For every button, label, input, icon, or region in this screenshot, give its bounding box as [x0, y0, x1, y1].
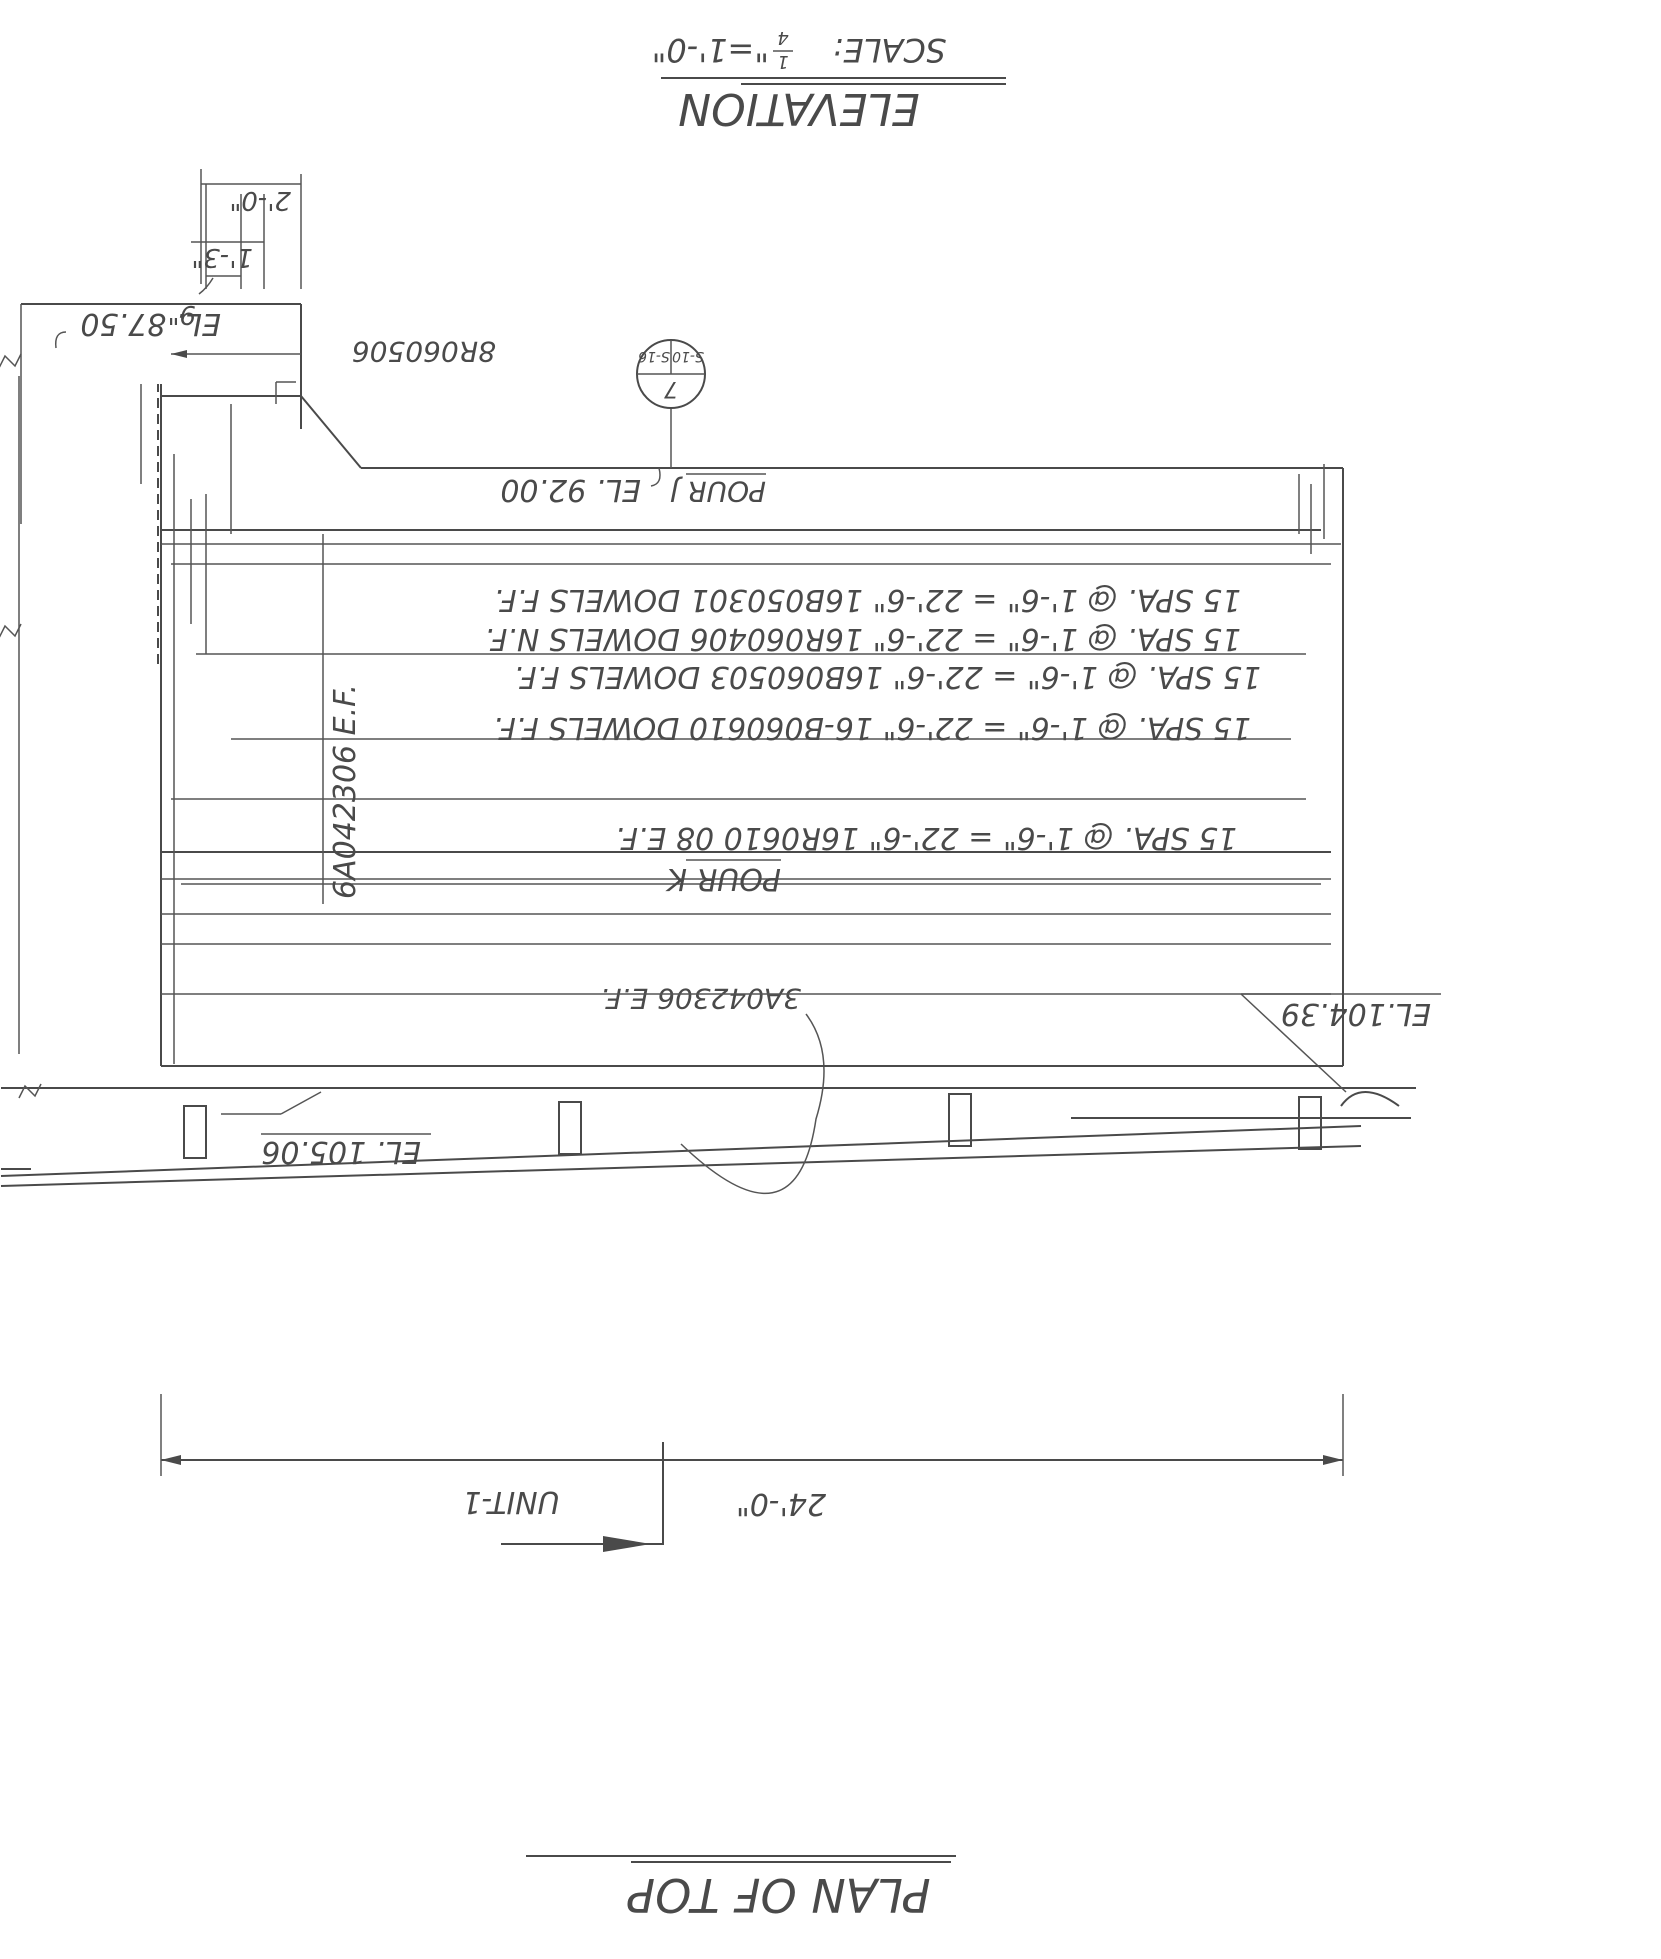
bar-3a042306-label: 3A042306 E.F.: [600, 982, 801, 1015]
elevation-title-block: ELEVATION SCALE: 1 4 "=1'-0": [652, 27, 1006, 134]
dimension-24ft-label: 24'-0": [736, 1486, 826, 1521]
dim-9-label: 9": [167, 299, 196, 329]
pour-j-label: POUR J: [670, 475, 766, 508]
section-ref-right: S-16: [638, 348, 670, 364]
dim-arrow-right-icon: [161, 1455, 181, 1465]
section-number: 7: [664, 376, 678, 401]
pour-k-label: POUR K: [665, 861, 781, 896]
wing-dimensions: 2'-0" 1'-3" 9": [167, 169, 302, 329]
el-92-00-leader: [650, 467, 661, 487]
main-slab: [18, 376, 1344, 1067]
front-curb: [0, 1083, 1416, 1187]
el-105-06-leader: [280, 1091, 322, 1115]
note-1: 15 SPA. @ 1'-6" = 22'-6" 16B050301 DOWEL…: [494, 582, 1241, 617]
curb-sloped-line-lower: [0, 1145, 1362, 1187]
section-symbol: 7 S-10 S-16: [636, 339, 706, 468]
el-87-50-leader: [54, 331, 67, 349]
unit-label: UNIT-1: [462, 1484, 559, 1519]
tie-4: [183, 1105, 207, 1159]
rotated-drawing-group: ELEVATION SCALE: 1 4 "=1'-0" PLAN OF TOP: [0, 27, 1441, 1922]
curb-sloped-line-upper: [0, 1125, 1362, 1177]
dim-1-3-label: 1'-3": [191, 242, 253, 272]
note-4: 15 SPA. @ 1'-6" = 22'-6" 16-B060610 DOWE…: [493, 710, 1251, 745]
elevation-title: ELEVATION: [678, 83, 920, 134]
note-3: 15 SPA. @ 1'-6" = 22'-6" 16B060503 DOWEL…: [514, 659, 1261, 694]
elevation-scale-denominator: 4: [777, 27, 788, 48]
elevation-scale-numerator: 1: [777, 51, 788, 72]
elevation-scale-suffix: "=1'-0": [652, 31, 769, 69]
plan-title: PLAN OF TOP: [627, 1868, 930, 1922]
plan-title-block: PLAN OF TOP: [526, 1855, 956, 1922]
slab-chamfer: [300, 395, 362, 469]
bar-3a042306-leader: [680, 1013, 825, 1195]
bar-8r060506-label: 8R060506: [352, 335, 496, 368]
section-cut-line: [501, 1442, 664, 1545]
note-5: 15 SPA. @ 1'-6" = 22'-6" 16R0610 08 E.F.: [615, 820, 1237, 855]
break-symbol-top: [0, 353, 22, 368]
el-104-39-leader: [1240, 993, 1347, 1093]
el-105-06-label: EL. 105.06: [261, 1134, 421, 1169]
elevation-scale: SCALE: 1 4 "=1'-0": [652, 27, 946, 72]
dim-2-0-label: 2'-0": [229, 185, 291, 215]
section-ref-left: S-10: [672, 348, 704, 364]
dim-arrow-left-icon: [1323, 1455, 1343, 1465]
tie-2: [948, 1093, 972, 1147]
section-cut-arrow: [501, 1442, 664, 1552]
dim-9-leader: [198, 277, 214, 295]
break-symbol-mid: [0, 623, 22, 638]
elevation-scale-prefix: SCALE:: [833, 31, 946, 69]
el-92-00-label: EL. 92.00: [500, 472, 641, 507]
wing-wall: [0, 303, 302, 664]
curb-corner-arc: [1340, 1091, 1400, 1107]
tie-3: [558, 1101, 582, 1155]
break-symbol-right: [18, 1083, 42, 1099]
el-104-39-label: EL.104.39: [1281, 996, 1431, 1031]
el-87-50-label: EL. 87.50: [80, 306, 221, 341]
overall-dimension-24ft: 24'-0": [160, 1394, 1344, 1521]
note-2: 15 SPA. @ 1'-6" = 22'-6" 16R060406 DOWEL…: [484, 621, 1241, 656]
tie-1: [1298, 1096, 1322, 1150]
vertical-note: 6A042306 E.F.: [328, 684, 363, 899]
section-arrow-icon: [603, 1536, 651, 1552]
wing-bar-arrow-icon: [171, 350, 187, 358]
